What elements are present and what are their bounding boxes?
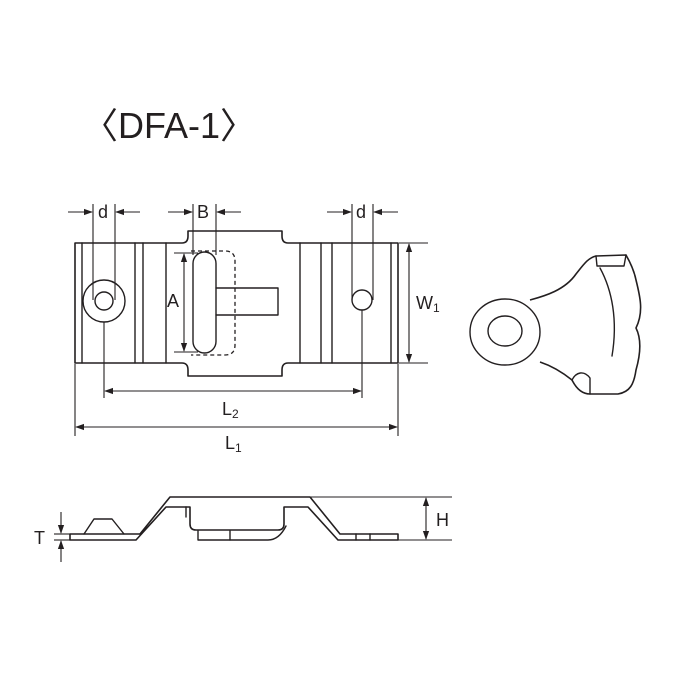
side-right-ticks (355, 533, 371, 541)
label-b: B (197, 202, 209, 222)
drawing-title: 〈DFA-1〉 (82, 105, 256, 146)
side-view (69, 496, 399, 541)
label-w1: W1 (416, 293, 440, 315)
dim-d-right: d (327, 202, 398, 300)
dim-w1: W1 (399, 242, 440, 364)
hidden-tab-outline (191, 250, 236, 356)
iso-hole (487, 315, 523, 347)
dim-d-left: d (68, 202, 140, 300)
dim-l2: L2 (103, 310, 363, 421)
dim-l1: L1 (74, 364, 399, 455)
right-hole (351, 289, 373, 311)
iso-lower-detail (571, 372, 591, 395)
dim-a: A (167, 252, 198, 353)
label-l2: L2 (222, 399, 239, 421)
dim-b: B (168, 202, 241, 255)
side-left-bump (83, 518, 125, 535)
iso-body (529, 254, 642, 395)
top-view (74, 230, 399, 377)
plate-outline (74, 230, 399, 377)
iso-side-curve (599, 267, 616, 357)
side-bottom-tab (197, 525, 287, 541)
slot (192, 251, 217, 354)
label-h: H (436, 510, 449, 530)
side-outline (69, 496, 399, 541)
tongue (215, 287, 279, 316)
left-hole (82, 279, 126, 323)
label-d-left: d (98, 202, 108, 222)
label-l1: L1 (225, 433, 242, 455)
label-a: A (167, 291, 179, 311)
label-d-right: d (356, 202, 366, 222)
label-t: T (34, 528, 45, 548)
dim-t: T (34, 512, 70, 562)
isometric-view (469, 254, 642, 395)
dim-h: H (310, 496, 452, 541)
iso-outer-ring (469, 298, 541, 366)
iso-top-tab (595, 254, 627, 267)
bend-lines (81, 242, 392, 364)
